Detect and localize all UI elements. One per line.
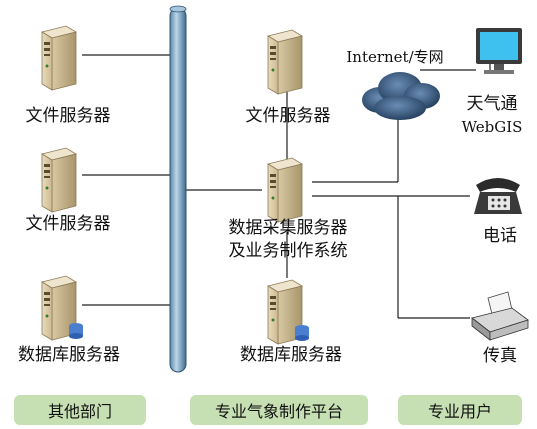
file-server-icon	[41, 147, 77, 213]
center-file-server-label: 文件服务器	[245, 106, 331, 126]
fax-icon	[471, 291, 529, 341]
left-file-server-label-2: 文件服务器	[25, 214, 111, 234]
left-file-server-label-1: 文件服务器	[25, 106, 111, 126]
internet-label: Internet/专网	[346, 48, 444, 66]
tag-professional-users: 专业用户	[398, 395, 522, 425]
collector-label-line2: 及业务制作系统	[228, 241, 348, 261]
webgis-label-line2: WebGIS	[461, 118, 523, 136]
phone-label: 电话	[483, 226, 517, 246]
tag-professional-platform: 专业气象制作平台	[190, 395, 368, 425]
collector-label-line1: 数据采集服务器	[228, 218, 348, 238]
webgis-label-line1: 天气通	[466, 94, 518, 114]
network-lines	[82, 40, 491, 319]
left-db-server-label: 数据库服务器	[18, 345, 120, 365]
fax-label: 传真	[483, 346, 517, 366]
monitor-icon	[476, 28, 522, 74]
file-server-icon	[267, 29, 303, 95]
network-bus	[169, 5, 187, 373]
center-db-server-label: 数据库服务器	[240, 345, 342, 365]
tag-other-departments: 其他部门	[14, 395, 146, 425]
telephone-icon	[474, 178, 522, 214]
data-collection-server-icon	[267, 157, 303, 223]
file-server-icon	[41, 25, 77, 91]
internet-cloud-icon	[362, 72, 440, 120]
